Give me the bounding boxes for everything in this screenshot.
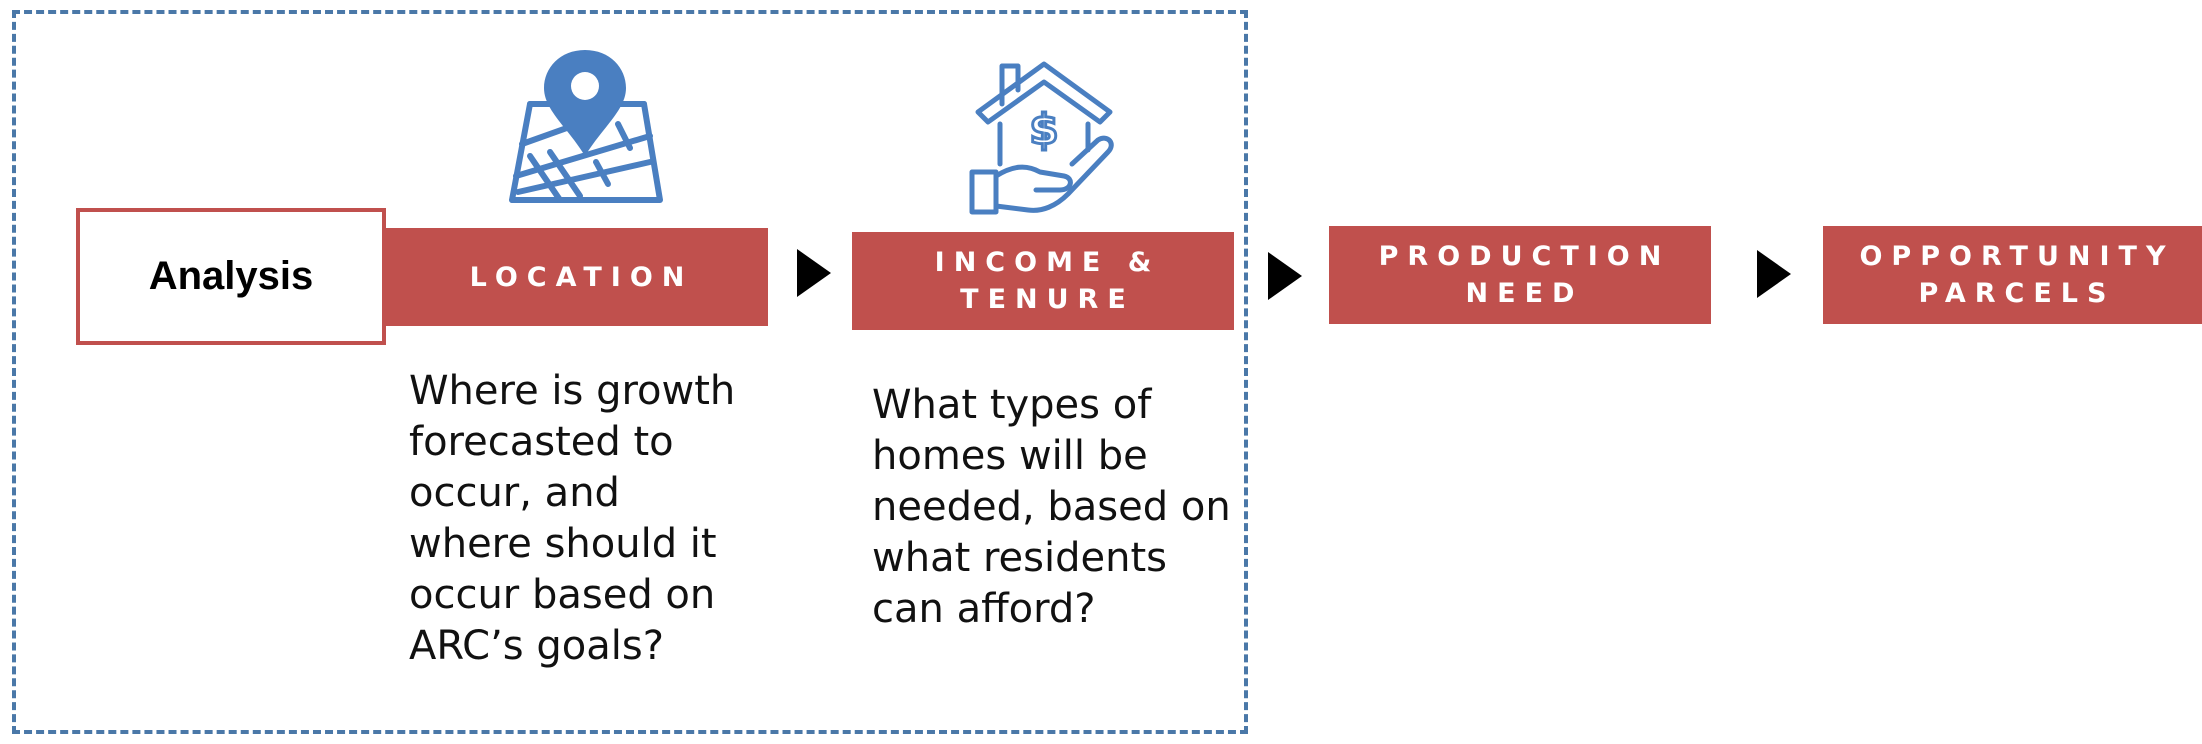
- stage-location: LOCATION: [386, 228, 768, 326]
- location-description: Where is growth forecasted to occur, and…: [409, 368, 736, 669]
- income-tenure-description: What types of homes will be needed, base…: [872, 382, 1231, 632]
- stage-location-label: LOCATION: [469, 261, 694, 293]
- stage-production-need: PRODUCTION NEED: [1329, 226, 1711, 324]
- analysis-scope-frame: [12, 10, 1248, 734]
- flow-arrow-3: [1757, 250, 1791, 298]
- flow-arrow-2: [1268, 252, 1302, 300]
- map-pin-icon: [509, 50, 663, 203]
- analysis-label: Analysis: [148, 254, 314, 298]
- analysis-label-box: Analysis: [76, 208, 386, 345]
- stage-income-tenure: INCOME & TENURE: [852, 232, 1234, 330]
- stage-income-tenure-label: INCOME & TENURE: [934, 247, 1161, 315]
- stage-opportunity-parcels-label: OPPORTUNITY PARCELS: [1859, 241, 2175, 309]
- stage-production-need-label: PRODUCTION NEED: [1378, 241, 1671, 309]
- house-in-hand-dollar-icon: $: [969, 61, 1114, 215]
- stage-opportunity-parcels: OPPORTUNITY PARCELS: [1823, 226, 2202, 324]
- svg-text:$: $: [1029, 105, 1058, 154]
- flow-arrow-1: [797, 249, 831, 297]
